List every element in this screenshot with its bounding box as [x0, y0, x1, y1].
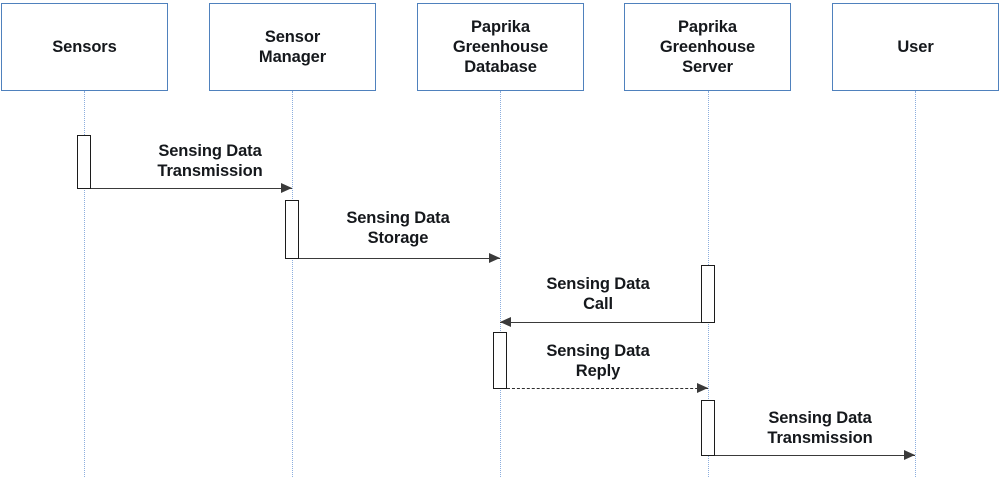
arrow-head-sensing-data-call	[500, 317, 511, 328]
activation-sensors[interactable]	[77, 135, 91, 189]
arrow-head-sensing-data-reply	[697, 383, 708, 394]
lifeline-paprika-greenhouse-database	[500, 91, 501, 477]
message-label-line: Sensing Data	[346, 209, 450, 227]
participant-label-line: Manager	[258, 48, 327, 66]
lifeline-sensors	[84, 91, 85, 477]
message-label-line: Sensing Data	[546, 342, 650, 360]
participant-box-sensors[interactable]: Sensors	[1, 3, 168, 91]
activation-sensor-manager[interactable]	[285, 200, 299, 259]
participant-label-line: Greenhouse	[659, 37, 756, 56]
participant-label-line: Server	[682, 58, 733, 77]
participant-box-user[interactable]: User	[832, 3, 999, 91]
lifeline-user	[915, 91, 916, 477]
participant-label-line: Paprika	[678, 17, 737, 36]
message-line-sensing-data-transmission-1[interactable]	[91, 188, 292, 189]
message-label-line: Call	[583, 295, 613, 314]
message-label-line: Storage	[367, 229, 429, 248]
participant-label-user: User	[897, 37, 934, 56]
participant-label-line: Paprika	[471, 17, 530, 36]
message-label-line: Transmission	[157, 162, 263, 181]
participant-label-line: Greenhouse	[452, 37, 549, 56]
lifeline-sensor-manager	[292, 91, 293, 477]
activation-server-call[interactable]	[701, 265, 715, 323]
message-label-line: Reply	[575, 362, 621, 381]
message-label-line: Sensing Data	[768, 409, 872, 427]
message-label-line: Sensing Data	[546, 275, 650, 293]
activation-server-transmit[interactable]	[701, 400, 715, 456]
message-label-line: Transmission	[767, 429, 873, 448]
arrow-head-sensing-data-storage	[489, 253, 500, 264]
message-line-sensing-data-call[interactable]	[500, 322, 701, 323]
participant-label-line: Database	[464, 58, 537, 77]
message-label-line: Sensing Data	[158, 142, 262, 160]
activation-database-reply[interactable]	[493, 332, 507, 389]
message-line-sensing-data-transmission-2[interactable]	[715, 455, 915, 456]
participant-label-sensors: Sensors	[52, 37, 117, 56]
message-line-sensing-data-reply[interactable]	[507, 388, 708, 389]
message-line-sensing-data-storage[interactable]	[299, 258, 500, 259]
arrow-head-sensing-data-transmission-1	[281, 183, 292, 194]
arrow-head-sensing-data-transmission-2	[904, 450, 915, 461]
participant-label-line: Sensor	[264, 27, 321, 46]
